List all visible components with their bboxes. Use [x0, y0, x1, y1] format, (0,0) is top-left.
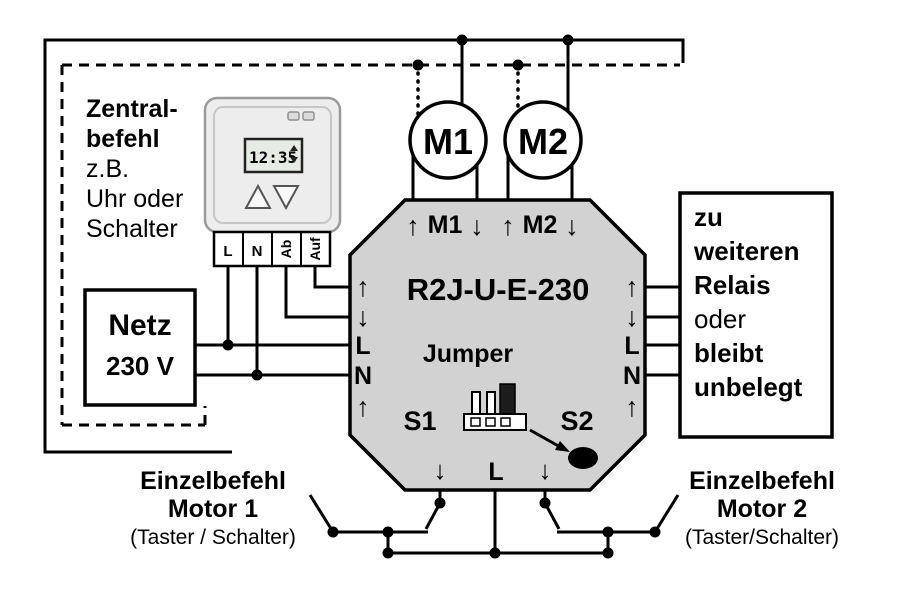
- timer-indicator-2: [302, 111, 315, 121]
- rightbox-line4: oder: [694, 304, 746, 334]
- rightbox-line2: weiteren: [693, 236, 800, 266]
- terminal-label-l: L: [223, 243, 232, 260]
- timer-up-button: [244, 183, 272, 209]
- lcd-up-arrow-icon: [290, 145, 298, 151]
- timer-auf-wire: [313, 266, 350, 289]
- junction-dot: [602, 547, 614, 559]
- relay-s2-label: S2: [560, 406, 593, 436]
- zentralbefehl-line5: Schalter: [86, 215, 178, 243]
- relay-title: R2J-U-E-230: [407, 272, 590, 307]
- zentralbefehl-line3: z.B.: [86, 155, 129, 183]
- junction-dot: [649, 526, 661, 538]
- relay-left-up2: ↑: [356, 392, 370, 422]
- rightbox-line5: bleibt: [694, 338, 764, 368]
- einzelbefehl1-line3: (Taster / Schalter): [130, 526, 296, 549]
- relay-m1-down-arrow: ↓: [470, 211, 484, 241]
- relay-m2-label: M2: [523, 211, 558, 239]
- relay-right-down: ↓: [625, 302, 639, 332]
- jumper-arrowhead-icon: [555, 441, 570, 452]
- rightbox-line1: zu: [694, 202, 723, 232]
- motor2-label: M2: [518, 121, 568, 162]
- zentralbefehl-line2: befehl: [86, 125, 160, 153]
- terminal-label-n: N: [252, 243, 263, 260]
- timer-ab-wire: [284, 266, 350, 319]
- timer-lcd-time: 12:35: [249, 148, 297, 167]
- junction-dot: [327, 526, 339, 538]
- junction-dot: [539, 497, 551, 509]
- relay-m1-label: M1: [428, 211, 463, 239]
- relay-bottom-l: L: [488, 458, 503, 486]
- terminal-label-ab: Ab: [278, 240, 294, 259]
- einzelbefehl1-line2: Motor 1: [168, 495, 258, 523]
- junction-dot: [489, 547, 501, 559]
- jumper-pin: [471, 391, 481, 415]
- einzelbefehl1-line1: Einzelbefehl: [140, 467, 286, 495]
- jumper-cap: [499, 383, 516, 415]
- jumper-pointer-arrow: [529, 428, 563, 450]
- junction-dot: [222, 339, 234, 351]
- motor1-label: M1: [423, 121, 473, 162]
- relay-left-n: N: [354, 362, 372, 390]
- timer-device: 12:35 L N Ab Auf: [203, 96, 342, 268]
- relay-left-l: L: [355, 332, 370, 360]
- junction-dot: [562, 34, 574, 46]
- rightbox-line3: Relais: [694, 270, 771, 300]
- relay-right-l: L: [624, 332, 639, 360]
- relay-m2-up-arrow: ↑: [501, 211, 515, 241]
- relay-left-up: ↑: [356, 272, 370, 302]
- jumper-position-marker: [568, 447, 598, 469]
- timer-down-button: [272, 185, 300, 211]
- junction-dot: [456, 34, 468, 46]
- netz-box: [83, 288, 197, 407]
- einzelbefehl2-line3: (Taster/Schalter): [685, 526, 839, 549]
- junction-dot: [434, 497, 446, 509]
- junction-dot: [412, 59, 424, 71]
- motor2-outer-switch-lever: [653, 494, 680, 533]
- jumper-slot: [485, 417, 496, 427]
- junction-dot: [251, 369, 263, 381]
- junction-dot: [602, 526, 614, 538]
- einzelbefehl2-line1: Einzelbefehl: [689, 467, 835, 495]
- einzelbefehl2-line2: Motor 2: [717, 495, 807, 523]
- timer-indicator-1: [287, 111, 300, 121]
- lcd-down-arrow-icon: [290, 157, 298, 163]
- relay-right-up2: ↑: [625, 392, 639, 422]
- jumper-slot: [470, 417, 481, 427]
- relay-left-down: ↓: [356, 302, 370, 332]
- rightbox-line6: unbelegt: [694, 372, 803, 402]
- mains-supply-wire: [43, 38, 685, 454]
- motor2-symbol: [503, 100, 583, 180]
- timer-housing-inner: [213, 106, 332, 224]
- motor1-symbol: [408, 100, 488, 180]
- jumper-label: Jumper: [423, 340, 514, 368]
- netz-voltage: 230 V: [106, 351, 175, 381]
- relay-m2-down-arrow: ↓: [565, 211, 579, 241]
- junction-dot: [512, 59, 524, 71]
- relay-right-up: ↑: [625, 272, 639, 302]
- jumper-slot: [500, 417, 511, 427]
- timer-lcd: [243, 137, 304, 174]
- further-relays-box: [678, 191, 834, 439]
- jumper-icon: [463, 383, 527, 431]
- junction-dot: [382, 547, 394, 559]
- netz-label: Netz: [108, 309, 171, 342]
- relay-bottom-down1: ↓: [434, 455, 447, 485]
- zentralbefehl-line1: Zentral-: [86, 95, 178, 123]
- junction-dot: [382, 526, 394, 538]
- relay-m1-up-arrow: ↑: [406, 211, 420, 241]
- zentralbefehl-line4: Uhr oder: [86, 185, 183, 213]
- relay-s1-label: S1: [403, 406, 436, 436]
- relay-bottom-down2: ↓: [539, 455, 552, 485]
- motor1-outer-switch-lever: [308, 494, 335, 533]
- relay-right-n: N: [623, 362, 641, 390]
- terminal-label-auf: Auf: [307, 237, 323, 261]
- relay-body: [348, 198, 647, 492]
- jumper-pin: [486, 391, 496, 415]
